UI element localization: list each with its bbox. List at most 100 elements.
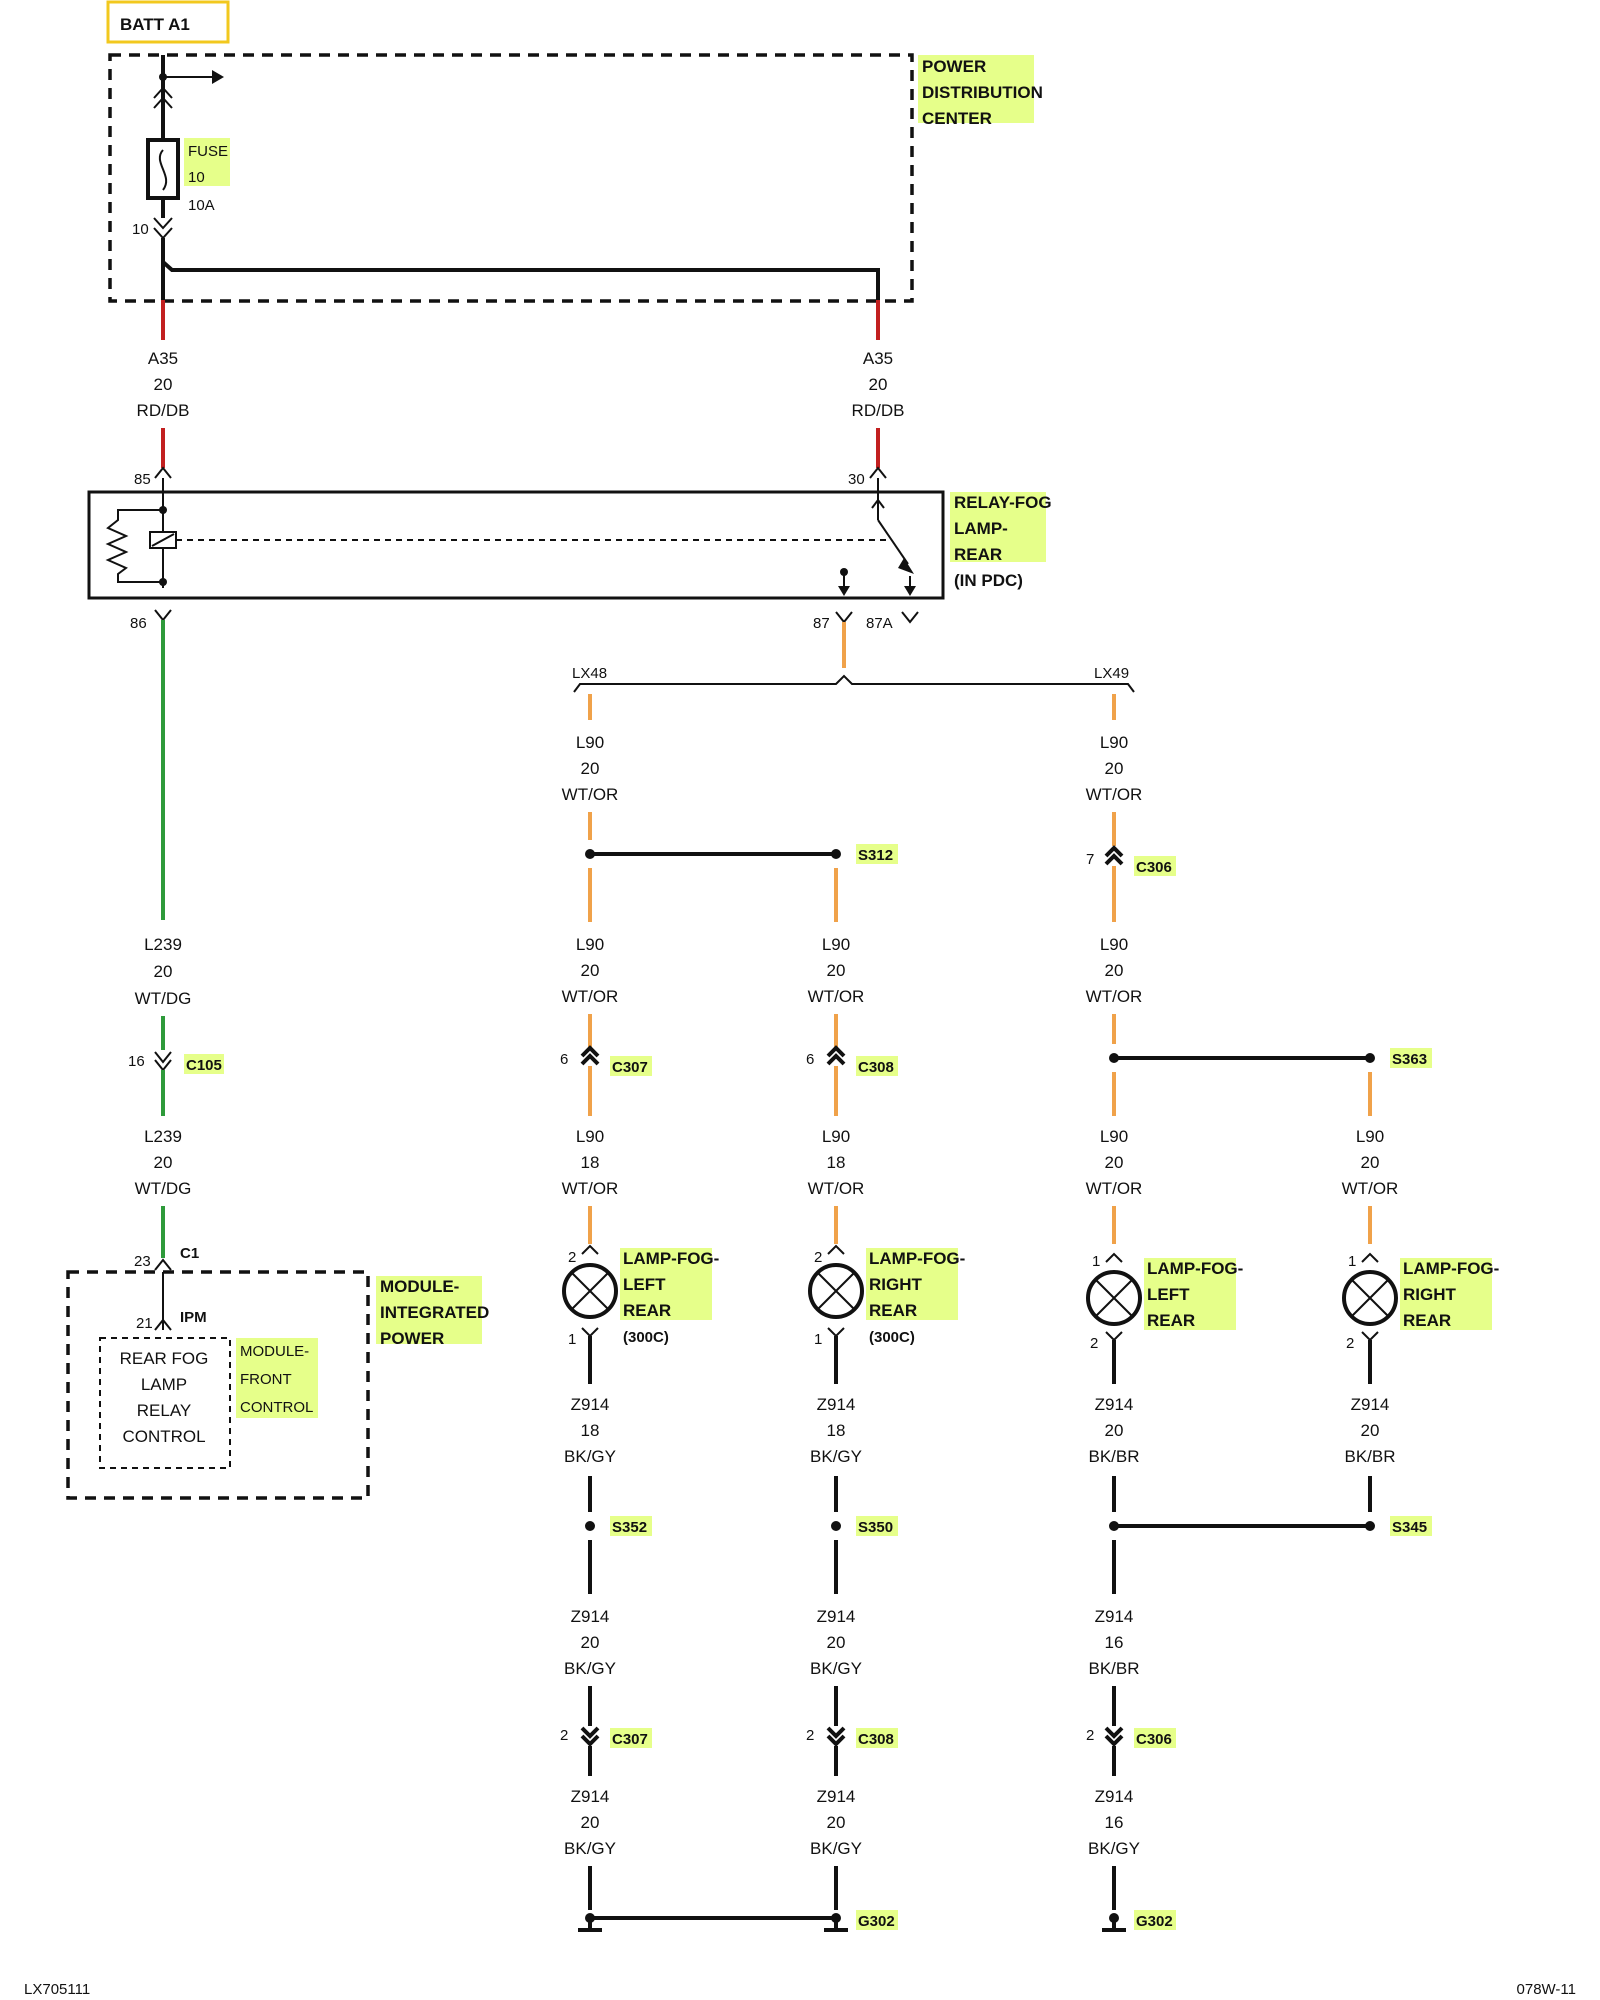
c3-z914-color-a: BK/BR [1088, 1447, 1139, 1466]
c4-z914-color: BK/BR [1344, 1447, 1395, 1466]
c307-label-top: C307 [612, 1059, 648, 1076]
c3-l90-circuit-c: L90 [1100, 1127, 1128, 1146]
c306-label-bottom: C306 [1136, 1731, 1172, 1748]
c2-l90-color-b: WT/OR [808, 1179, 865, 1198]
connector-down-icon [153, 227, 173, 240]
fuse-10: FUSE 10 10A [146, 138, 230, 214]
c2-z914-gauge-c: 20 [827, 1813, 846, 1832]
c1-l90-color-a: WT/OR [562, 785, 619, 804]
c1-l90-color-c: WT/OR [562, 1179, 619, 1198]
c1-z914-gauge-a: 18 [581, 1421, 600, 1440]
c1-l90-gauge-a: 20 [581, 759, 600, 778]
connector-up-icon [153, 96, 173, 109]
c4-l90-circuit: L90 [1356, 1127, 1384, 1146]
lamp4-label-3: REAR [1403, 1311, 1451, 1330]
fog-ctrl-3: RELAY [137, 1401, 192, 1420]
relay-pin-85-icon [154, 466, 172, 479]
branch-left-300c: L90 20 WT/OR L90 20 WT/OR 6 C307 L90 18 … [560, 694, 836, 1932]
lamp2-pin-2: 2 [814, 1249, 822, 1266]
relay-pin-87: 87 [813, 615, 830, 632]
c2-z914-circuit-b: Z914 [817, 1607, 856, 1626]
c4-z914-gauge: 20 [1361, 1421, 1380, 1440]
relay-label-3: REAR [954, 545, 1002, 564]
battery-label: BATT A1 [120, 15, 190, 34]
c3-z914-circuit-a: Z914 [1095, 1395, 1134, 1414]
c3-z914-gauge-a: 20 [1105, 1421, 1124, 1440]
c1-z914-color-b: BK/GY [564, 1659, 616, 1678]
wire-a35-right-gauge: 20 [869, 375, 888, 394]
wire-a35-left-circuit: A35 [148, 349, 178, 368]
connector-up-icon [153, 86, 173, 99]
branch-right: S363 L90 20 WT/OR 1 LAMP-FOG- RIGHT REAR… [1342, 1048, 1499, 1536]
c1-z914-circuit-c: Z914 [571, 1787, 610, 1806]
s350-label: S350 [858, 1519, 893, 1536]
c1-l90-gauge-b: 20 [581, 961, 600, 980]
c308-pin-bottom: 2 [806, 1727, 814, 1744]
splice-lx48: LX48 [572, 665, 607, 682]
relay-pin-30-icon [869, 466, 887, 479]
g302-label-1: G302 [858, 1913, 895, 1930]
branch-left: L90 20 WT/OR 7 C306 L90 20 WT/OR L90 20 … [1086, 694, 1370, 1932]
wire-l239-gauge-1: 20 [154, 962, 173, 981]
c2-l90-color-a: WT/OR [808, 987, 865, 1006]
c3-l90-gauge-a: 20 [1105, 759, 1124, 778]
wire-l239-color-1: WT/DG [135, 989, 192, 1008]
c308-label-bottom: C308 [858, 1731, 894, 1748]
c2-l90-gauge-a: 20 [827, 961, 846, 980]
c1-z914-gauge-b: 20 [581, 1633, 600, 1652]
c308-pin-top: 6 [806, 1051, 814, 1068]
c1-z914-circuit-a: Z914 [571, 1395, 610, 1414]
c3-z914-color-b: BK/BR [1088, 1659, 1139, 1678]
wire-l239-color-2: WT/DG [135, 1179, 192, 1198]
fuse-rating: 10A [188, 197, 215, 214]
c3-l90-gauge-c: 20 [1105, 1153, 1124, 1172]
c3-z914-circuit-c: Z914 [1095, 1787, 1134, 1806]
c2-z914-gauge-b: 20 [827, 1633, 846, 1652]
c2-z914-color-c: BK/GY [810, 1839, 862, 1858]
c1-label: C1 [180, 1245, 199, 1262]
c4-l90-color: WT/OR [1342, 1179, 1399, 1198]
branch-right-300c: S312 L90 20 WT/OR 6 C308 L90 18 WT/OR 2 … [590, 844, 965, 1932]
c1-l90-color-b: WT/OR [562, 987, 619, 1006]
relay-pin-30: 30 [848, 471, 865, 488]
connector-down-icon [153, 217, 173, 230]
wire-a35-left-gauge: 20 [154, 375, 173, 394]
s363-label: S363 [1392, 1051, 1427, 1068]
c2-z914-color-b: BK/GY [810, 1659, 862, 1678]
wire-l239-circuit-1: L239 [144, 935, 182, 954]
lamp2-label-1: LAMP-FOG- [869, 1249, 965, 1268]
ipm-pin: 21 [136, 1315, 153, 1332]
s312-label: S312 [858, 847, 893, 864]
lamp2-label-3: REAR [869, 1301, 917, 1320]
c4-z914-circuit: Z914 [1351, 1395, 1390, 1414]
c3-l90-color-a: WT/OR [1086, 785, 1143, 804]
fuse-label-1: FUSE [188, 143, 228, 160]
c3-l90-color-b: WT/OR [1086, 987, 1143, 1006]
footer-right: 078W-11 [1517, 1981, 1576, 1998]
lamp4-label-1: LAMP-FOG- [1403, 1259, 1499, 1278]
lamp4-pin-2: 2 [1346, 1335, 1354, 1352]
fog-ctrl-4: CONTROL [122, 1427, 205, 1446]
c1-z914-circuit-b: Z914 [571, 1607, 610, 1626]
battery-source: BATT A1 [106, 0, 230, 44]
module-ipm-1: MODULE- [380, 1277, 459, 1296]
splice-bus [573, 674, 1135, 693]
c1-l90-gauge-c: 18 [581, 1153, 600, 1172]
c1-z914-gauge-c: 20 [581, 1813, 600, 1832]
pdc-internal-wire [161, 238, 880, 300]
fuse-label-2: 10 [188, 169, 205, 186]
c3-z914-gauge-b: 16 [1105, 1633, 1124, 1652]
c1-z914-color-c: BK/GY [564, 1839, 616, 1858]
c105-pin: 16 [128, 1053, 145, 1070]
c3-l90-circuit-b: L90 [1100, 935, 1128, 954]
c3-l90-color-c: WT/OR [1086, 1179, 1143, 1198]
c307-label-bottom: C307 [612, 1731, 648, 1748]
module-fc-1: MODULE- [240, 1343, 309, 1360]
wire-l239-gauge-2: 20 [154, 1153, 173, 1172]
c2-l90-circuit-b: L90 [822, 1127, 850, 1146]
g302-label-2: G302 [1136, 1913, 1173, 1930]
s352-label: S352 [612, 1519, 647, 1536]
lamp2-label-2: RIGHT [869, 1275, 923, 1294]
c307-pin-top: 6 [560, 1051, 568, 1068]
